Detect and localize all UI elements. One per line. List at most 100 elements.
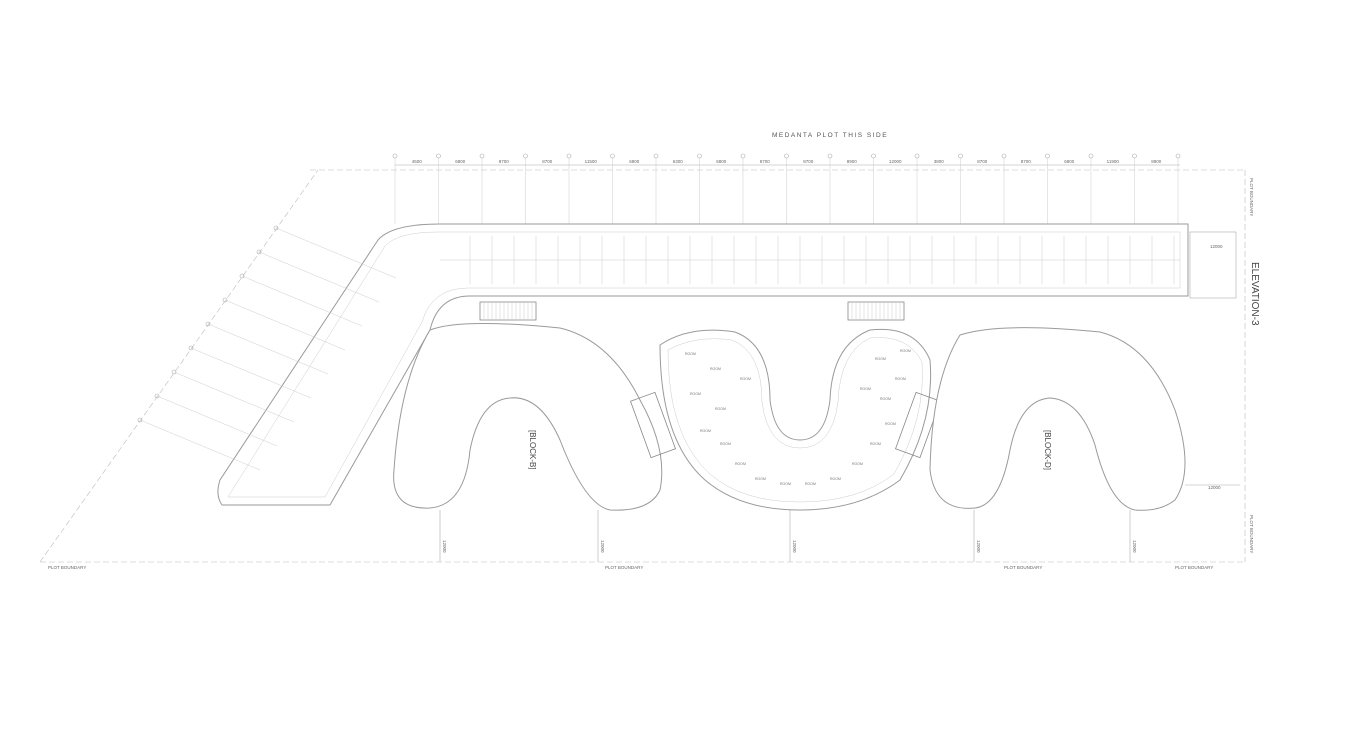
grid-bubble (1001, 153, 1007, 159)
north-wing-outline (217, 223, 1189, 506)
grid-bubble (479, 153, 485, 159)
plot-boundary-label: PLOT BOUNDARY (605, 565, 643, 570)
grid-bubble (256, 249, 262, 255)
central-u-outline (659, 328, 932, 511)
diagonal-leader (173, 371, 295, 423)
room-tag: ROOM (720, 442, 731, 446)
diagonal-leader (207, 323, 329, 375)
diagonal-leader (139, 419, 261, 471)
right-dimension: 12000 (1208, 485, 1221, 490)
staircase (895, 391, 941, 459)
diagonal-leader (258, 251, 380, 303)
north-wing-inner (227, 231, 1181, 498)
grid-bubble (871, 153, 876, 159)
block-b-outline (393, 322, 663, 511)
top-grid-lines (392, 153, 1181, 224)
room-tag: ROOM (710, 367, 721, 371)
grid-bubble (1132, 153, 1137, 159)
grid-bubble (1088, 153, 1094, 159)
top-dimension-text: 6300 (673, 159, 684, 164)
top-dimension-text: 4500 (412, 159, 423, 164)
room-tag: ROOM (880, 397, 891, 401)
wing-bays (440, 236, 1180, 284)
top-dimension-text: 6800 (455, 159, 466, 164)
setback-dimension: 12000 (600, 540, 605, 553)
top-dimension-text: 8700 (1021, 159, 1032, 164)
grid-bubble (1045, 153, 1050, 159)
room-tag: ROOM (715, 407, 726, 411)
room-tag: ROOM (700, 429, 711, 433)
room-tag: ROOM (740, 377, 751, 381)
setback-dimension: 12000 (792, 540, 797, 553)
grid-bubble (740, 153, 746, 159)
room-tag: ROOM (780, 482, 791, 486)
room-tag: ROOM (885, 422, 896, 426)
grid-bubble (827, 153, 833, 159)
plot-boundary-label: PLOT BOUNDARY (1175, 565, 1213, 570)
top-dimension-text: 6800 (716, 159, 727, 164)
room-tag: ROOM (735, 462, 746, 466)
central-u-inner (667, 337, 923, 503)
room-tags: ROOM ROOM ROOM ROOM ROOM ROOM ROOM ROOM ROOM ROOM… (685, 349, 911, 486)
room-tag: ROOM (685, 352, 696, 356)
plot-boundary-label: PLOT BOUNDARY (48, 565, 86, 570)
grid-bubble (154, 393, 160, 399)
room-tag: ROOM (852, 462, 863, 466)
stair-treads (483, 302, 901, 320)
block-label: [BLOCK-D] (1043, 430, 1052, 470)
room-tag: ROOM (895, 377, 906, 381)
grid-bubble (137, 417, 143, 423)
top-dimension-text: 8700 (542, 159, 553, 164)
top-dimension-text: 6800 (629, 159, 640, 164)
grid-bubble (697, 153, 702, 159)
top-dimension-text: 3800 (934, 159, 945, 164)
grid-bubble (222, 297, 228, 303)
diagonal-leader (275, 227, 397, 279)
right-dimension: 12000 (1210, 244, 1223, 249)
grid-bubble (610, 153, 615, 159)
room-tag: ROOM (830, 477, 841, 481)
top-dimension-text: 8900 (1151, 159, 1162, 164)
top-dimension-text: 8900 (847, 159, 858, 164)
room-tag: ROOM (875, 357, 886, 361)
side-boundary-label: PLOT BOUNDARY (1249, 178, 1254, 216)
diagonal-leader (190, 347, 312, 399)
top-dimension-text: 8700 (803, 159, 814, 164)
grid-bubble (958, 153, 963, 159)
room-tag: ROOM (755, 477, 766, 481)
diagonal-dimension-leaders (137, 225, 397, 471)
block-d-outline (929, 327, 1186, 511)
grid-bubble (436, 153, 441, 159)
block-label: [BLOCK-B] (528, 430, 537, 470)
grid-bubble (205, 321, 211, 327)
grid-bubble (914, 153, 920, 159)
top-dimension-text: 8700 (977, 159, 988, 164)
grid-bubble (523, 153, 528, 159)
room-tag: ROOM (860, 387, 871, 391)
diagonal-leader (156, 395, 278, 447)
plot-boundary-label: PLOT BOUNDARY (1004, 565, 1042, 570)
top-dimension-text: 8700 (499, 159, 510, 164)
top-dimension-text: 12000 (889, 159, 902, 164)
top-dimension-text: 6800 (1064, 159, 1075, 164)
grid-bubble (653, 153, 659, 159)
top-dimension-text: 11900 (1107, 159, 1120, 164)
grid-bubble (239, 273, 245, 279)
setback-dimension: 12000 (442, 540, 447, 553)
top-dimension-text: 8700 (760, 159, 771, 164)
grid-bubble (784, 153, 789, 159)
elevation-label: ELEVATION-3 (1249, 262, 1260, 326)
wing-end-box (1189, 231, 1237, 299)
grid-bubble (1175, 153, 1181, 159)
top-dimension-text: 11500 (585, 159, 598, 164)
grid-bubble (171, 369, 177, 375)
grid-bubble (188, 345, 194, 351)
room-tag: ROOM (805, 482, 816, 486)
top-dimension-texts: 4500 6800 8700 8700 11500 6800 6300 6800 8700 870… (412, 159, 1162, 164)
setback-dimension: 12000 (976, 540, 981, 553)
room-tag: ROOM (870, 442, 881, 446)
grid-bubble (392, 153, 398, 159)
grid-bubble (566, 153, 572, 159)
